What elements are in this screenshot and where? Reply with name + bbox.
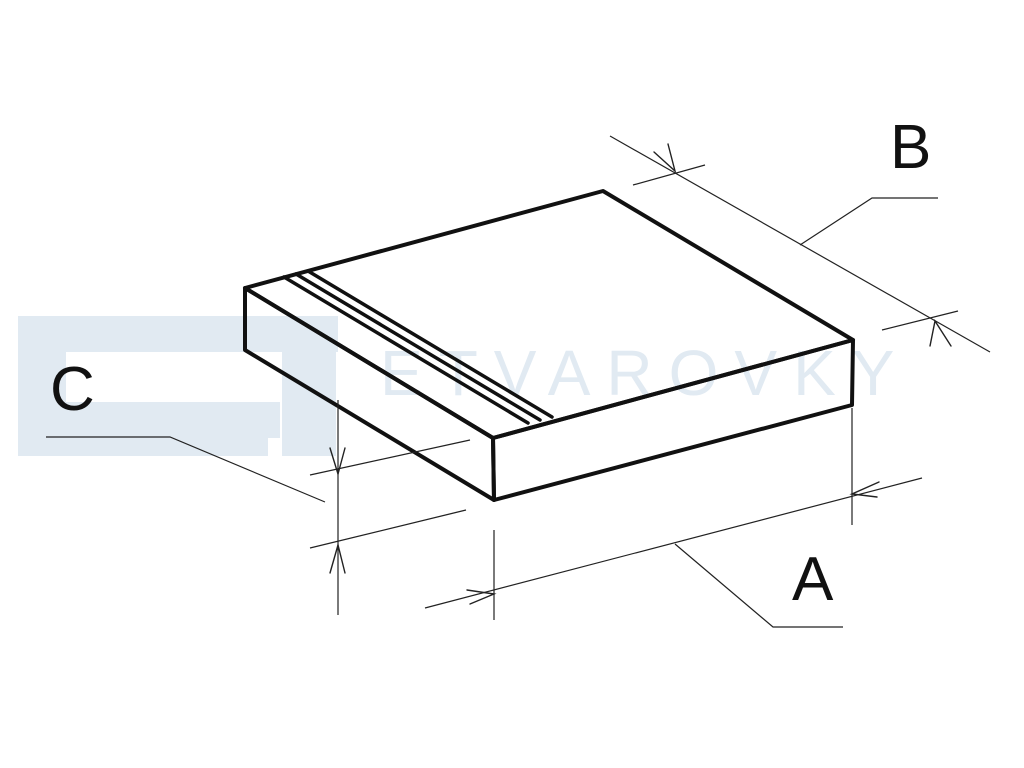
tile-grooves xyxy=(282,269,554,425)
dimension-c-arrow-bottom xyxy=(329,542,346,574)
dimension-b: B xyxy=(609,113,991,353)
dimension-b-label: B xyxy=(890,113,931,182)
dimension-c-label: C xyxy=(50,355,95,424)
tile-side-face xyxy=(243,286,496,502)
dimension-a-arrow-right xyxy=(849,481,880,498)
dimension-b-arrow-top xyxy=(653,143,677,174)
dimension-a-arrow-left xyxy=(466,589,497,605)
tile-body xyxy=(243,189,855,502)
dimension-b-arrow-bottom xyxy=(929,319,952,347)
dimension-c-arrow-top xyxy=(329,447,346,477)
dimension-a-label: A xyxy=(792,545,834,614)
dimension-c: C xyxy=(46,355,471,615)
dimension-a: A xyxy=(424,408,923,628)
